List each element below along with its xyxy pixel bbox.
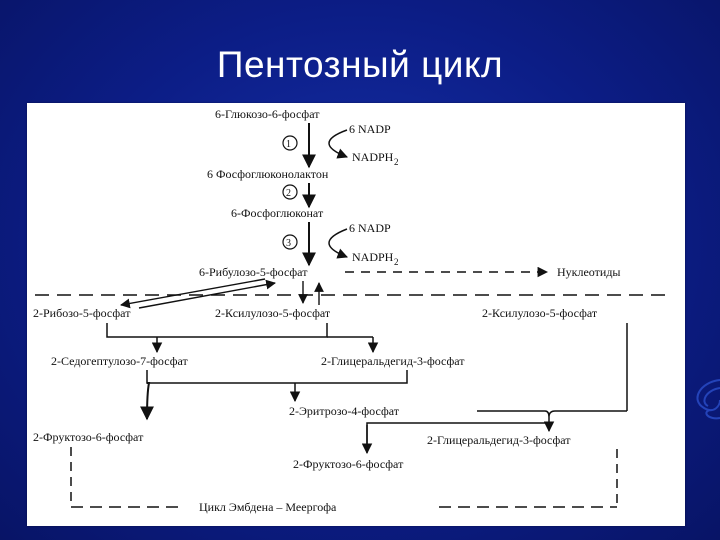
bracket-transaldolase [146, 370, 408, 384]
pentose-pathway-diagram: 6-Глюкозо-6-фосфат 6 NADP NADPH 2 1 6 Фо… [33, 107, 667, 514]
fructose-6-phosphate-left-label: 2-Фруктозо-6-фосфат [33, 430, 144, 444]
nadp-label-2: 6 NADP [349, 221, 391, 235]
erythrose-4-phosphate-label: 2-Эритрозо-4-фосфат [289, 404, 400, 418]
embden-meyerhof-cycle-label: Цикл Эмбдена – Меергофа [199, 500, 337, 514]
nadp-label-1: 6 NADP [349, 122, 391, 136]
step-3-number: 3 [286, 238, 291, 249]
arrow-to-fructose-left [140, 382, 155, 421]
glyceraldehyde-3-phosphate-top-label: 2-Глицеральдегид-3-фосфат [321, 354, 465, 368]
sedoheptulose-7-phosphate-label: 2-Седогептулозо-7-фосфат [51, 354, 188, 368]
nadph-subscript-2: 2 [394, 257, 399, 267]
xylulose-5-phosphate-left-label: 2-Ксилулозо-5-фосфат [215, 306, 331, 320]
ribose-5-phosphate-label: 2-Рибозо-5-фосфат [33, 306, 131, 320]
nadp-curve-1 [328, 129, 348, 159]
step-3-marker [282, 234, 298, 250]
xylulose-5-phosphate-right-label: 2-Ксилулозо-5-фосфат [482, 306, 598, 320]
phosphogluconate-label: 6-Фосфоглюконат [231, 206, 324, 220]
slide-title: Пентозный цикл [216, 44, 504, 85]
step-2-number: 2 [286, 188, 291, 199]
pathway-diagram-panel: 6-Глюкозо-6-фосфат 6 NADP NADPH 2 1 6 Фо… [27, 103, 685, 526]
step-2-marker [282, 184, 298, 200]
nadph-label-2: NADPH [352, 250, 394, 264]
bracket-transketolase-2 [366, 410, 627, 446]
nadp-curve-2 [328, 228, 348, 259]
swirl-decoration-icon [696, 379, 720, 420]
fructose-6-phosphate-center-label: 2-Фруктозо-6-фосфат [293, 457, 404, 471]
arrow-ribulose-to-ribose [120, 278, 266, 309]
step-1-marker [282, 135, 298, 151]
step-1-number: 1 [286, 139, 291, 150]
ribulose-5-phosphate-label: 6-Рибулозо-5-фосфат [199, 265, 308, 279]
nucleotides-label: Нуклеотиды [557, 265, 621, 279]
phosphogluconolactone-label: 6 Фосфоглюконолактон [207, 167, 329, 181]
nadph-label-1: NADPH [352, 150, 394, 164]
glyceraldehyde-3-phosphate-bottom-label: 2-Глицеральдегид-3-фосфат [427, 433, 571, 447]
glucose-6-phosphate-label: 6-Глюкозо-6-фосфат [215, 107, 320, 121]
bracket-transketolase-1 [106, 323, 328, 338]
arrow-ribose-to-ribulose [138, 279, 276, 309]
nadph-subscript-1: 2 [394, 157, 399, 167]
